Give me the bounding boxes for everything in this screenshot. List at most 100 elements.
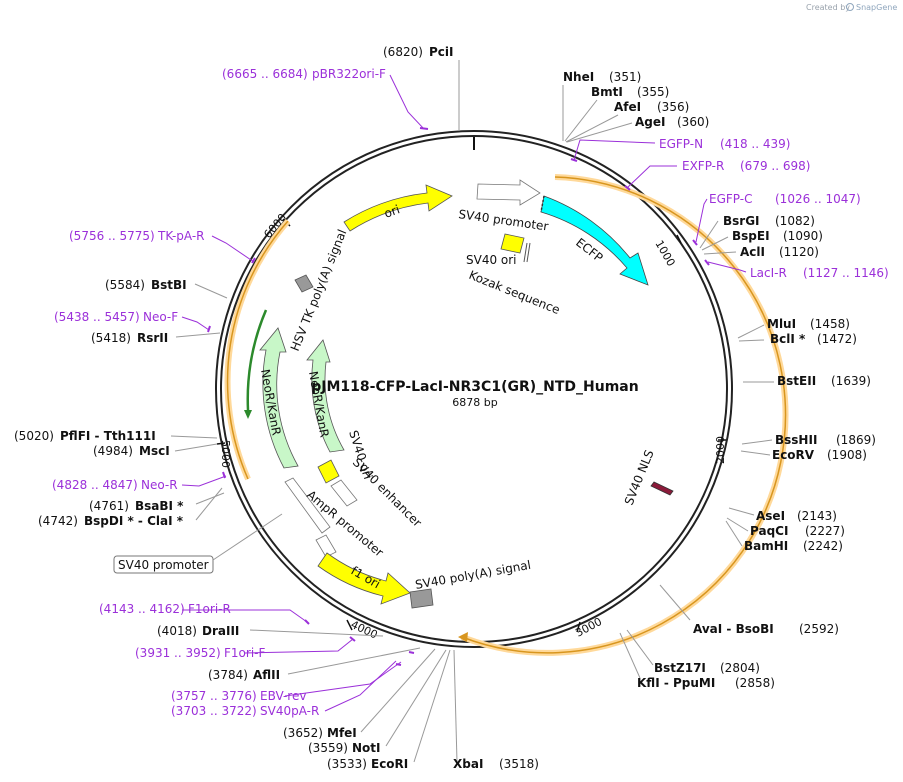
enzyme-pos: (3518)	[499, 757, 539, 771]
primer-name: EBV-rev	[260, 689, 306, 703]
enzyme-pos: (3533)	[327, 757, 367, 771]
enzyme-pos: (4984)	[93, 444, 133, 458]
enzyme-name: PflFI - Tth111I	[60, 429, 156, 443]
ori-label: ori	[382, 202, 401, 220]
enzyme-pos: (1120)	[779, 245, 819, 259]
primer-range: (1127 .. 1146)	[803, 266, 889, 280]
sv40-promoter-callout-line	[212, 513, 283, 561]
enzyme-pos: (6820)	[383, 45, 423, 59]
tick-label-5000: 5000	[219, 440, 232, 468]
enzyme-pos: (3652)	[283, 726, 323, 740]
plasmid-length: 6878 bp	[452, 396, 497, 409]
enzyme-pos: (1082)	[775, 214, 815, 228]
tick-label-1000: 1000	[652, 238, 677, 269]
sv40-nls-label: SV40 NLS	[622, 448, 657, 507]
primer-name: Neo-F	[143, 310, 178, 324]
enzyme-name: AgeI	[635, 115, 665, 129]
primer-name: SV40pA-R	[260, 704, 319, 718]
tick-3000	[576, 621, 581, 633]
tick-4000	[346, 619, 353, 631]
ori-feature: ori	[343, 184, 453, 232]
enzyme-pos: (351)	[609, 70, 641, 84]
neokanr-outer-label: NeoR/KanR	[258, 368, 283, 436]
enzyme-pos: (356)	[657, 100, 689, 114]
sv40-nls-feature: SV40 NLS	[622, 448, 674, 507]
backbone-outer-strand	[215, 130, 733, 648]
enzyme-pos: (4761)	[89, 499, 129, 513]
enzyme-name: DraIII	[202, 624, 239, 638]
enzyme-name: AflII	[253, 668, 280, 682]
primer-name: pBR322ori-F	[312, 67, 386, 81]
enzyme-pos: (1639)	[831, 374, 871, 388]
enzyme-name: EcoRV	[772, 448, 815, 462]
enzyme-leader-lines	[170, 60, 774, 763]
enzyme-pos: (2227)	[805, 524, 845, 538]
enzyme-name: AclI	[740, 245, 765, 259]
sv40-polya-feature: SV40 poly(A) signal	[409, 558, 532, 609]
enzyme-pos: (3559)	[308, 741, 348, 755]
primer-name: Neo-R	[141, 478, 178, 492]
snapgene-logo-icon	[846, 3, 854, 11]
enzyme-pos: (2804)	[720, 661, 760, 675]
plasmid-name: pJM118-CFP-LacI-NR3C1(GR)_NTD_Human	[311, 379, 638, 395]
enzyme-pos: (360)	[677, 115, 709, 129]
sv40-ori-top-label: SV40 ori	[466, 253, 517, 267]
enzyme-pos: (1458)	[810, 317, 850, 331]
neokanr-orf-arc	[244, 309, 268, 419]
primer-leader-lines	[181, 74, 747, 712]
enzyme-name: BssHII	[775, 433, 817, 447]
enzyme-name: MfeI	[327, 726, 357, 740]
enzyme-name: NotI	[352, 741, 381, 755]
ecfp-feature: ECFP	[540, 195, 649, 286]
enzyme-pos: (2242)	[803, 539, 843, 553]
enzyme-pos: (4742)	[38, 514, 78, 528]
primer-name: F1ori-R	[188, 602, 231, 616]
primer-range: (5438 .. 5457)	[54, 310, 140, 324]
primer-range: (3757 .. 3776)	[171, 689, 257, 703]
credit-prefix: Created by	[806, 3, 850, 12]
enzyme-name: MscI	[139, 444, 170, 458]
primer-name: TK-pA-R	[157, 229, 205, 243]
sv40-enhancer-label: SV40 enhancer	[350, 455, 425, 530]
primer-labels: (6665 .. 6684) pBR322ori-F EGFP-N (418 .…	[52, 67, 889, 718]
enzyme-name: BamHI	[744, 539, 788, 553]
sv40-promoter-top-feature: SV40 promoter	[458, 179, 549, 234]
enzyme-name: BclI *	[770, 332, 806, 346]
enzyme-pos: (4018)	[157, 624, 197, 638]
enzyme-name: MluI	[767, 317, 796, 331]
orf-arc-left	[224, 219, 291, 481]
primer-name: EGFP-N	[659, 137, 703, 151]
primer-range: (4828 .. 4847)	[52, 478, 138, 492]
enzyme-name: BspEI	[732, 229, 770, 243]
sv40-polya-label: SV40 poly(A) signal	[414, 558, 532, 592]
primer-name: LacI-R	[750, 266, 787, 280]
orf-arc-main	[458, 174, 789, 656]
tick-label-2000: 2000	[714, 436, 727, 464]
enzyme-name: BmtI	[591, 85, 623, 99]
primer-name: EXFP-R	[682, 159, 724, 173]
sv40-promoter-inner-arrow	[315, 534, 337, 558]
kozak-label: Kozak sequence	[467, 268, 562, 317]
primer-range: (4143 .. 4162)	[99, 602, 185, 616]
sv40-ori-top-feature: SV40 ori Kozak sequence	[466, 233, 562, 317]
enzyme-name: RsrII	[137, 331, 168, 345]
enzyme-name: BsaBI *	[135, 499, 184, 513]
f1-ori-feature: f1 ori	[317, 552, 411, 605]
enzyme-name: AfeI	[614, 100, 641, 114]
enzyme-name: PaqCI	[750, 524, 788, 538]
enzyme-pos: (1090)	[783, 229, 823, 243]
primer-name: F1ori-F	[224, 646, 265, 660]
enzyme-pos: (2143)	[797, 509, 837, 523]
enzyme-name: NheI	[563, 70, 594, 84]
primer-marks	[207, 127, 710, 666]
enzyme-name: BsrGI	[723, 214, 760, 228]
enzyme-name: BstZ17I	[654, 661, 706, 675]
enzyme-name: EcoRI	[371, 757, 408, 771]
tick-1000	[676, 234, 682, 244]
enzyme-pos: (1908)	[827, 448, 867, 462]
enzyme-pos: (1869)	[836, 433, 876, 447]
enzyme-name: BstBI	[151, 278, 187, 292]
primer-range: (6665 .. 6684)	[222, 67, 308, 81]
credit-brand: SnapGene	[856, 3, 897, 12]
hsv-tk-polya-feature: HSV TK poly(A) signal	[288, 227, 350, 353]
